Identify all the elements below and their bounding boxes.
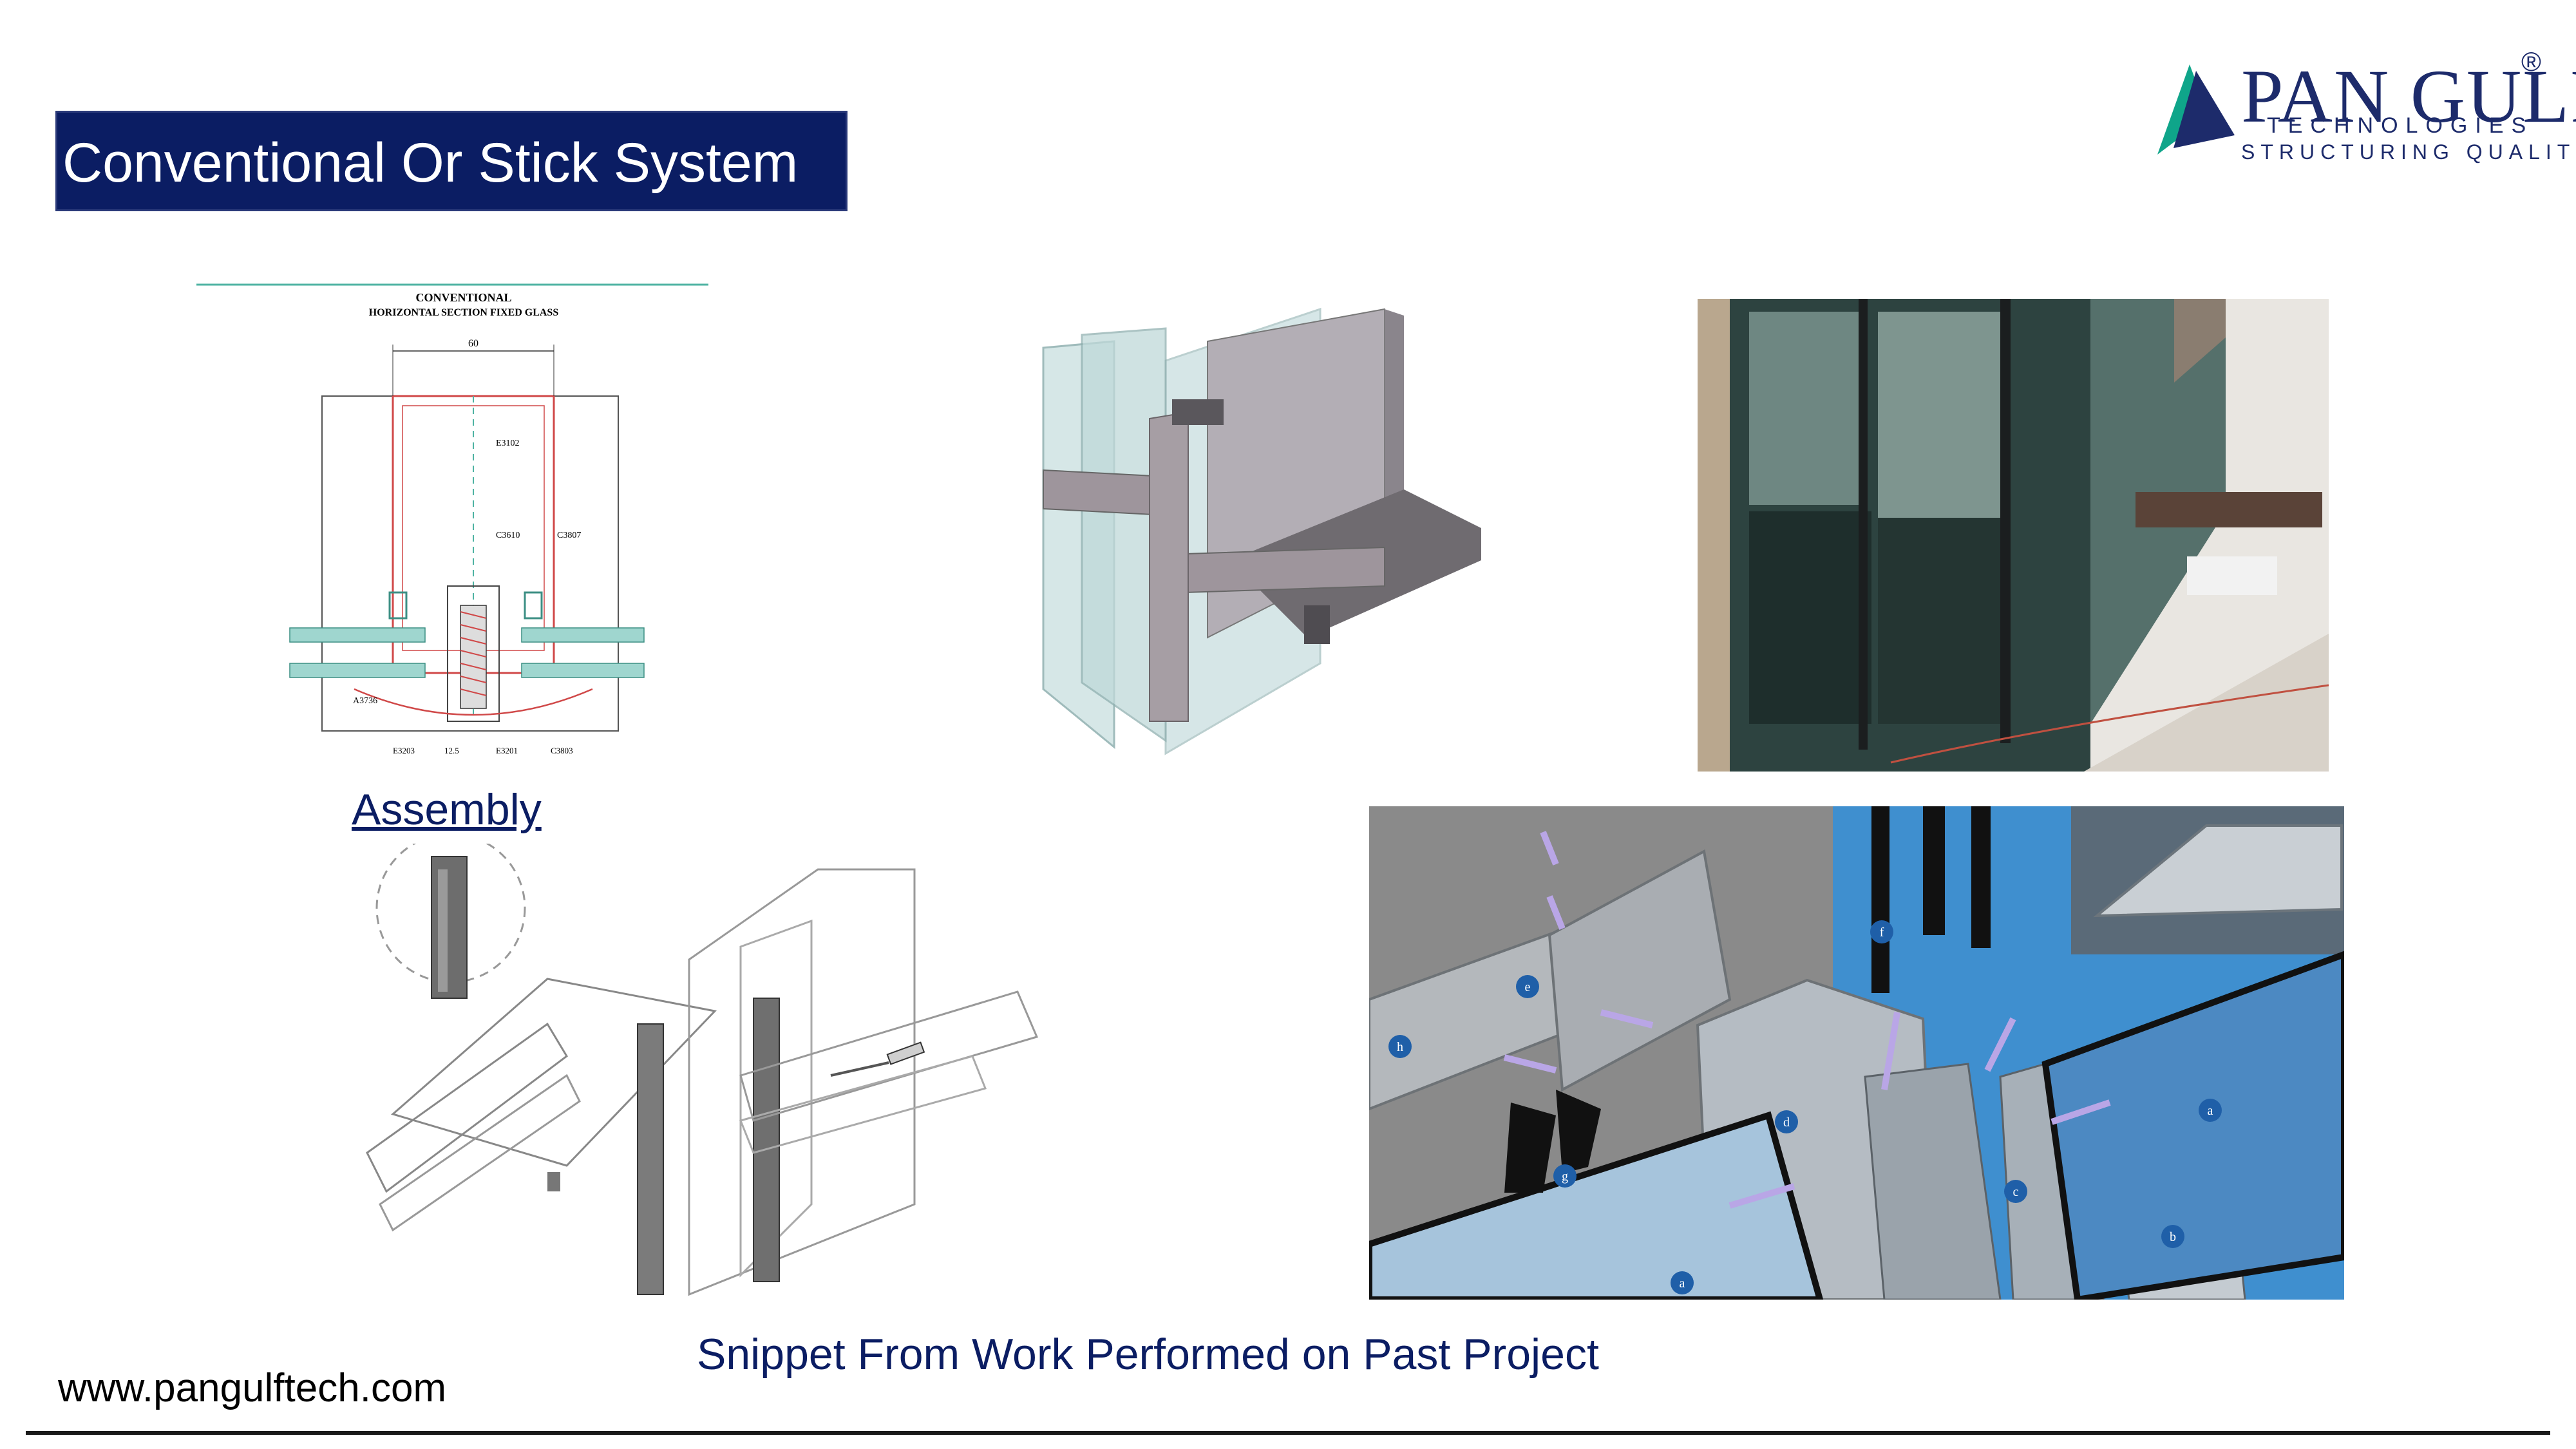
part-c3610: C3610 [496,531,520,540]
dim-top: 60 [468,338,478,349]
drawing-heading-2: HORIZONTAL SECTION FIXED GLASS [369,307,559,318]
pan-gulf-logo [2157,64,2235,155]
part-e3201: E3201 [496,746,518,755]
callout-c: c [2013,1185,2019,1199]
logo-name: PAN GULF [2241,54,2576,138]
exploded-component-render: f e h d g a c b a [1369,806,2344,1300]
drawing-heading-1: CONVENTIONAL [415,291,511,304]
logo-tagline: STRUCTURING QUALITY [2241,140,2576,164]
logo-registered-mark: ® [2521,46,2541,77]
callout-e: e [1525,980,1531,994]
website-link[interactable]: www.pangulftech.com [58,1366,447,1410]
part-e3203: E3203 [393,746,415,755]
callout-g: g [1562,1170,1568,1184]
footer-divider [26,1431,2550,1435]
storefront-photo [1698,299,2329,772]
callout-a-bottom: a [1680,1276,1685,1291]
part-c3803: C3803 [551,746,573,755]
part-a3736: A3736 [353,696,377,706]
logo-subtitle: TECHNOLOGIES [2267,113,2534,138]
dim-12-5: 12.5 [444,746,459,755]
callout-b: b [2170,1230,2176,1244]
assembly-label: Assembly [352,785,542,834]
callout-f: f [1880,925,1884,940]
callout-h: h [1397,1040,1403,1054]
project-caption: Snippet From Work Performed on Past Proj… [697,1330,1599,1379]
part-c3807: C3807 [557,531,581,540]
page-title: Conventional Or Stick System [55,111,848,211]
horizontal-section-drawing: CONVENTIONAL HORIZONTAL SECTION FIXED GL… [196,283,708,755]
callout-a-right: a [2208,1104,2213,1118]
callout-d: d [1783,1115,1790,1130]
part-e3102: E3102 [496,439,520,448]
assembly-line-drawing [366,844,1039,1296]
curtain-wall-node-render [1042,307,1481,755]
